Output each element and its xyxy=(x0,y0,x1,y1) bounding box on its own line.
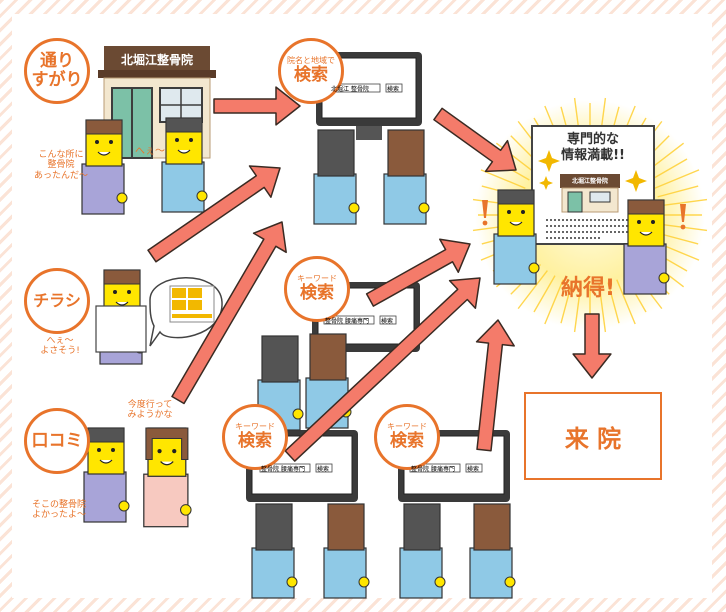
source-word-of-mouth-label: 口コミ xyxy=(31,430,83,451)
search-keyword-1: キーワード 検索 xyxy=(284,256,350,322)
person-figure xyxy=(161,117,208,213)
flow-arrow xyxy=(284,277,481,462)
search-term: 整骨院 xyxy=(411,466,430,473)
person-figure xyxy=(143,427,192,528)
speech-passerby-2: へぇ～ xyxy=(135,146,165,157)
person-figure xyxy=(313,129,360,225)
search-keyword-3: キーワード 検索 xyxy=(374,404,440,470)
search-name-area-small: 院名と地域で xyxy=(287,56,335,66)
speech-friend-invite: 今度行って みようかな xyxy=(127,400,173,421)
person-figure xyxy=(493,189,540,285)
source-flyer-label: チラシ xyxy=(33,291,81,311)
result-headline: 専門的な 情報満載!! xyxy=(561,132,625,163)
search-btn-bottom-left: 検索 xyxy=(317,466,330,473)
person-figure xyxy=(469,503,516,599)
source-passing-by: 通り すがり xyxy=(24,38,90,104)
search-term: 北堀江 xyxy=(331,86,350,93)
flow-arrow xyxy=(433,107,517,173)
search-bar-bottom-right: 整骨院 腰痛専門 xyxy=(411,464,455,473)
search-bar-bottom-left: 整骨院 腰痛専門 xyxy=(261,464,305,473)
speech-friend-recommend: そこの整骨院 よかったよ～ xyxy=(31,500,86,521)
person-figure xyxy=(81,119,128,215)
search-term: 腰痛専門 xyxy=(430,466,455,473)
flow-arrow xyxy=(475,319,515,452)
search-term: 整骨院 xyxy=(350,86,369,93)
speech-flyer-reader: へぇ～ よさそう! xyxy=(40,336,80,357)
exclamation-icons xyxy=(482,200,686,230)
search-bar-middle: 整骨院 腰痛専門 xyxy=(325,316,369,325)
search-btn-bottom-right: 検索 xyxy=(467,466,480,473)
flow-arrow xyxy=(213,86,301,126)
source-flyer: チラシ xyxy=(24,268,90,334)
search-keyword-3-small: キーワード xyxy=(387,422,427,432)
person-figure xyxy=(251,503,298,599)
flow-arrow xyxy=(572,313,612,379)
search-btn-middle: 検索 xyxy=(381,318,394,325)
search-keyword-1-small: キーワード xyxy=(297,274,337,284)
person-figure xyxy=(399,503,446,599)
person-figure xyxy=(83,427,130,523)
search-bar-top: 北堀江 整骨院 xyxy=(331,84,369,93)
result-clinic-sign: 北堀江整骨院 xyxy=(571,178,608,185)
search-keyword-3-big: 検索 xyxy=(390,431,424,452)
search-term: 整骨院 xyxy=(325,318,344,325)
outcome-label: 来 院 xyxy=(564,424,622,453)
sparkle-icons xyxy=(538,150,647,192)
flow-arrow xyxy=(171,221,287,405)
speech-passerby-1: こんな所に 整骨院 あったんだ～ xyxy=(33,150,88,181)
search-keyword-1-big: 検索 xyxy=(300,283,334,304)
person-figure xyxy=(623,199,670,295)
source-passing-by-label: 通り すがり xyxy=(31,51,83,90)
search-term: 腰痛専門 xyxy=(344,318,369,325)
search-keyword-2-big: 検索 xyxy=(238,431,272,452)
person-figure xyxy=(323,503,370,599)
flow-arrows xyxy=(147,86,612,462)
search-btn-top: 検索 xyxy=(387,86,400,93)
flyer-bubble xyxy=(149,277,223,347)
search-keyword-2: キーワード 検索 xyxy=(222,404,288,470)
source-word-of-mouth: 口コミ xyxy=(24,408,90,474)
flow-arrow xyxy=(147,165,281,263)
search-keyword-2-small: キーワード xyxy=(235,422,275,432)
search-term: 腰痛専門 xyxy=(280,466,305,473)
clinic-signboard: 北堀江整骨院 xyxy=(120,53,193,67)
search-name-area: 院名と地域で 検索 xyxy=(278,38,344,104)
person-figure xyxy=(383,129,430,225)
flyer-sheet xyxy=(95,305,147,353)
search-name-area-big: 検索 xyxy=(294,65,328,86)
result-verdict: 納得! xyxy=(560,276,616,301)
outcome-box: 来 院 xyxy=(524,392,662,480)
search-term: 整骨院 xyxy=(261,466,280,473)
flow-arrow xyxy=(365,238,471,307)
